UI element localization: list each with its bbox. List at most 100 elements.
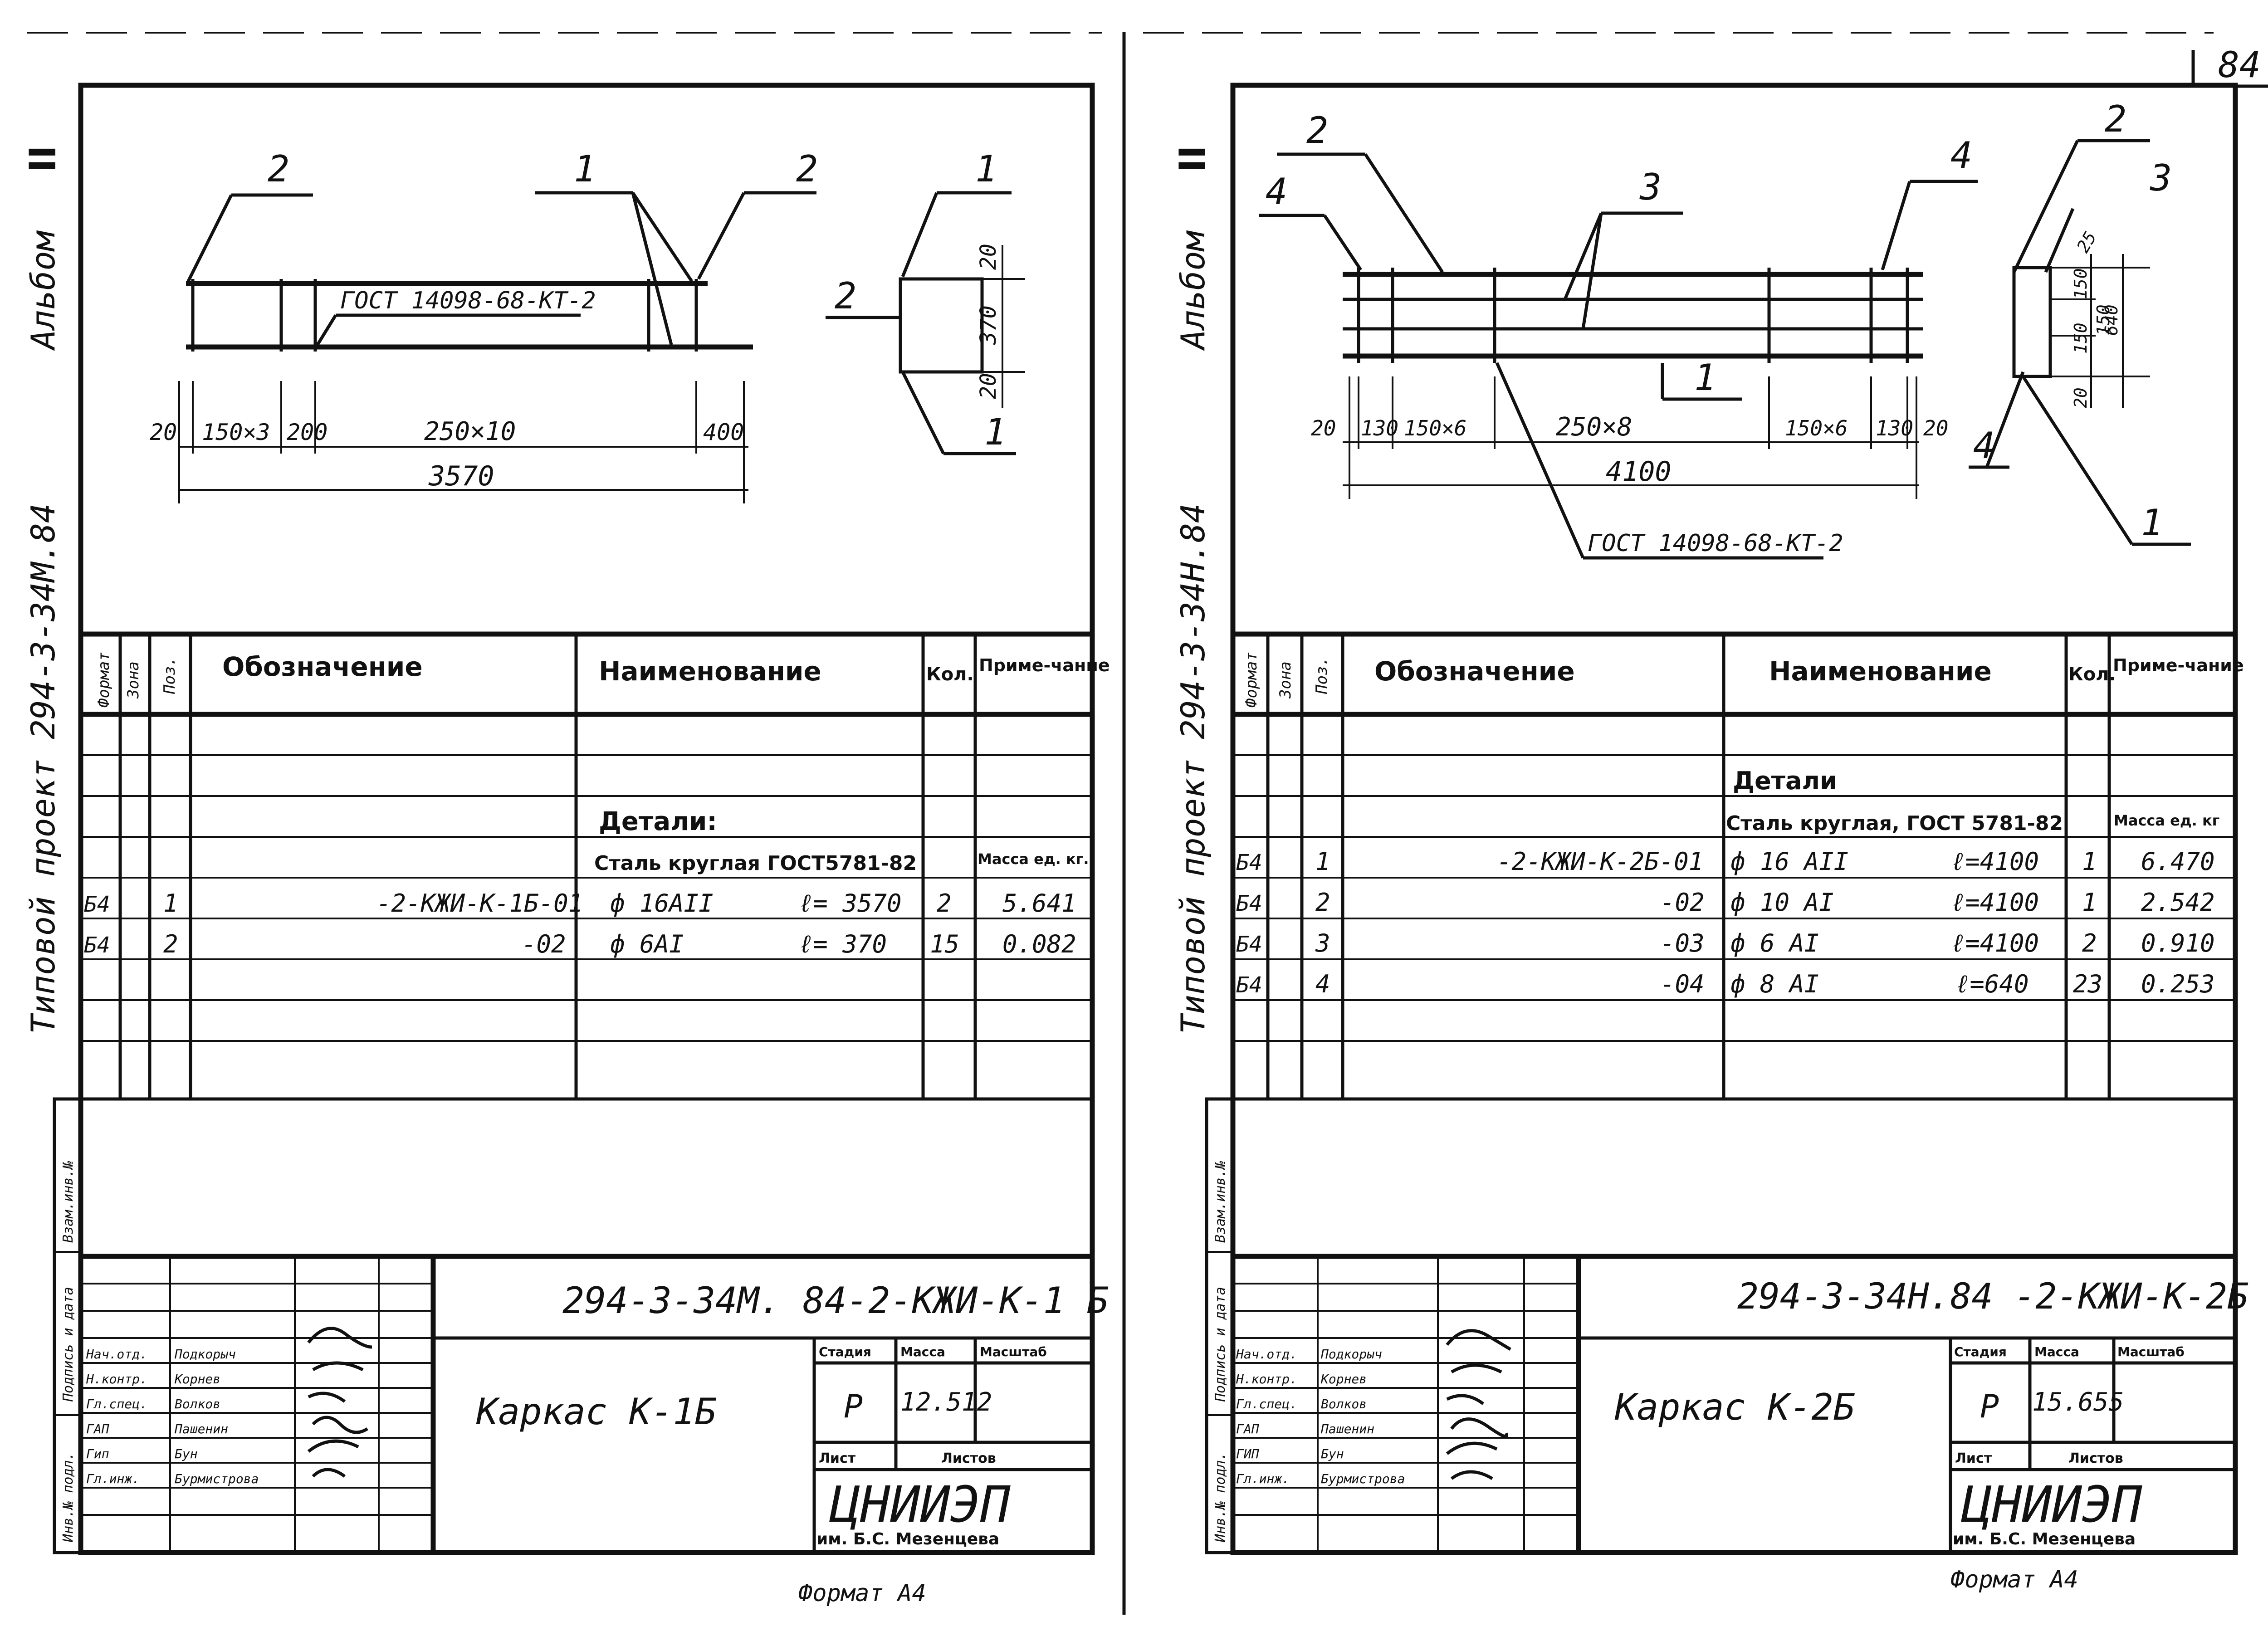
right-row3-qty: 2 — [2082, 929, 2097, 957]
right-section-callout-4: 4 — [1973, 425, 1995, 467]
left-row2-designation: -02 — [522, 930, 566, 958]
right-callout-1: 1 — [1694, 357, 1716, 399]
right-row1-length: ℓ=4100 — [1950, 847, 2039, 876]
right-row4-designation: -04 — [1660, 970, 1705, 998]
signature-icon — [307, 1327, 372, 1478]
right-row4-name: ф 8 АI — [1730, 970, 1819, 998]
left-title-block: Нач.отд. Н.контр. Гл.спец. ГАП Гип Гл.ин… — [81, 1254, 1109, 1553]
right-row1-format: Б4 — [1236, 850, 1262, 875]
left-row1-pos: 1 — [163, 889, 178, 918]
right-row1-qty: 1 — [2082, 847, 2097, 876]
left-steel-line: Сталь круглая ГОСТ5781-82 — [594, 852, 917, 875]
left-th-pos: Поз. — [161, 657, 179, 694]
right-th-name: Наименование — [1769, 656, 1992, 687]
left-th-name: Наименование — [599, 656, 821, 687]
left-row2-qty: 15 — [930, 930, 959, 958]
left-row2-format: Б4 — [84, 933, 110, 958]
right-th-note: Приме-чание — [2113, 655, 2244, 675]
right-person-2: Корнев — [1320, 1372, 1367, 1387]
left-side-label-2: Подпись и дата — [60, 1287, 76, 1402]
right-scale-label: Масштаб — [2117, 1344, 2185, 1359]
left-scale-label: Масштаб — [980, 1344, 1047, 1359]
left-mass-label: Масса — [900, 1344, 945, 1359]
right-role-3: Гл.спец. — [1236, 1397, 1297, 1411]
right-mass-header: Масса ед. кг — [2114, 812, 2219, 829]
right-project-label: Типовой проект 294-3-34Н.84 — [1174, 503, 1212, 1034]
right-dim-1: 20 — [1311, 416, 1336, 440]
left-org-logo: ЦНИИЭП — [829, 1475, 1011, 1533]
right-row3-designation: -03 — [1660, 929, 1705, 957]
right-dim-6: 130 — [1876, 416, 1913, 440]
left-callout-2b: 2 — [796, 148, 818, 190]
left-row2-note: 0.082 — [1002, 930, 1076, 958]
left-section-dim-1: 20 — [976, 244, 1001, 270]
left-role-6: Гл.инж. — [86, 1471, 140, 1486]
right-row3-format: Б4 — [1236, 932, 1262, 957]
left-th-zone: Зона — [124, 661, 142, 699]
left-format-label: Формат А4 — [798, 1580, 926, 1607]
left-dim-2: 150×3 — [202, 419, 270, 445]
right-callout-2: 2 — [1306, 109, 1328, 151]
left-role-4: ГАП — [86, 1421, 109, 1436]
right-dim-3: 150×6 — [1404, 416, 1466, 440]
left-dim-3: 200 — [287, 419, 327, 445]
left-section-title: Детали: — [599, 807, 717, 836]
right-section-dim-6: 20 — [2071, 387, 2091, 408]
right-gost-note: ГОСТ 14098-68-КТ-2 — [1588, 530, 1843, 557]
left-dim-5: 400 — [703, 419, 744, 445]
left-side-stamp: Инв.№ подл. Подпись и дата Взам.инв.№ — [53, 1097, 83, 1554]
right-sheets-label: Листов — [2068, 1450, 2123, 1466]
table-row: Б4 1 -2-КЖИ-К-2Б-01 ф 16 АII ℓ=4100 1 6.… — [1236, 847, 2215, 876]
left-dim-1: 20 — [150, 419, 177, 445]
left-row1-format: Б4 — [84, 892, 110, 917]
right-steel-line: Сталь круглая, ГОСТ 5781-82 — [1726, 812, 2063, 835]
right-frame-elevation: 2 4 3 4 1 ГОСТ 14098-68-КТ-2 20 130 150×… — [1259, 109, 1978, 560]
right-person-3: Волков — [1321, 1397, 1367, 1411]
right-side-label-2: Подпись и дата — [1212, 1287, 1228, 1402]
right-row3-pos: 3 — [1315, 929, 1330, 957]
left-section-dim-2: 370 — [976, 305, 1001, 345]
right-row4-note: 0.253 — [2141, 970, 2215, 998]
right-frame — [1230, 83, 2238, 1555]
left-sheet: Альбом II Типовой проект 294-3-34М.84 2 … — [22, 83, 1110, 1607]
left-row1-note: 5.641 — [1002, 889, 1076, 918]
right-row2-format: Б4 — [1236, 891, 1262, 916]
table-row: Б4 3 -03 ф 6 АI ℓ=4100 2 0.910 — [1236, 929, 2215, 957]
right-format-label: Формат А4 — [1950, 1566, 2078, 1593]
left-row1-designation: -2-КЖИ-К-1Б-01 — [376, 889, 583, 918]
right-row3-name: ф 6 АI — [1730, 929, 1819, 957]
right-row1-pos: 1 — [1315, 847, 1330, 876]
right-row1-note: 6.470 — [2141, 847, 2215, 876]
left-section-callout-3: 1 — [984, 411, 1006, 453]
right-album-label: Альбом — [1174, 230, 1212, 351]
left-person-4: Пашенин — [174, 1421, 228, 1436]
page-number: 84 — [2218, 45, 2261, 86]
left-stage-label: Стадия — [819, 1344, 871, 1359]
right-sheet: Альбом II Типовой проект 294-3-34Н.84 — [1172, 83, 2248, 1593]
right-dim-4: 250×8 — [1556, 412, 1633, 442]
right-dim-2: 130 — [1361, 416, 1398, 440]
right-callout-4b: 4 — [1950, 134, 1972, 176]
table-row: Б4 2 -02 ф 10 АI ℓ=4100 1 2.542 — [1236, 888, 2215, 917]
right-row2-designation: -02 — [1660, 888, 1705, 917]
right-section-dim-1: 25 — [2073, 228, 2101, 256]
right-row2-pos: 2 — [1315, 888, 1330, 917]
right-row3-length: ℓ=4100 — [1950, 929, 2039, 957]
signature-icon — [1446, 1329, 1511, 1480]
left-person-2: Корнев — [174, 1372, 220, 1387]
right-person-1: Подкорыч — [1320, 1347, 1382, 1362]
right-th-designation: Обозначение — [1374, 656, 1575, 687]
left-album-number: II — [22, 145, 64, 172]
left-section-dim-3: 20 — [976, 373, 1001, 399]
right-row2-note: 2.542 — [2141, 888, 2215, 917]
right-cross-section: 2 3 4 1 25 150 150 640 150 20 — [1969, 98, 2191, 546]
right-org-sub: им. Б.С. Мезенцева — [1953, 1530, 2136, 1548]
right-dim-5: 150×6 — [1785, 416, 1848, 440]
table-row: Б4 2 -02 ф 6АI ℓ= 370 15 0.082 — [84, 930, 1076, 958]
right-side-stamp: Инв.№ подл. Подпись и дата Взам.инв.№ — [1205, 1097, 1235, 1554]
right-row4-length: ℓ=640 — [1955, 970, 2028, 998]
right-role-2: Н.контр. — [1236, 1372, 1297, 1387]
table-row: Б4 4 -04 ф 8 АI ℓ=640 23 0.253 — [1236, 970, 2215, 998]
left-frame-elevation: 2 1 2 ГОСТ 14098-68-КТ-2 20 150×3 200 25… — [150, 148, 818, 503]
